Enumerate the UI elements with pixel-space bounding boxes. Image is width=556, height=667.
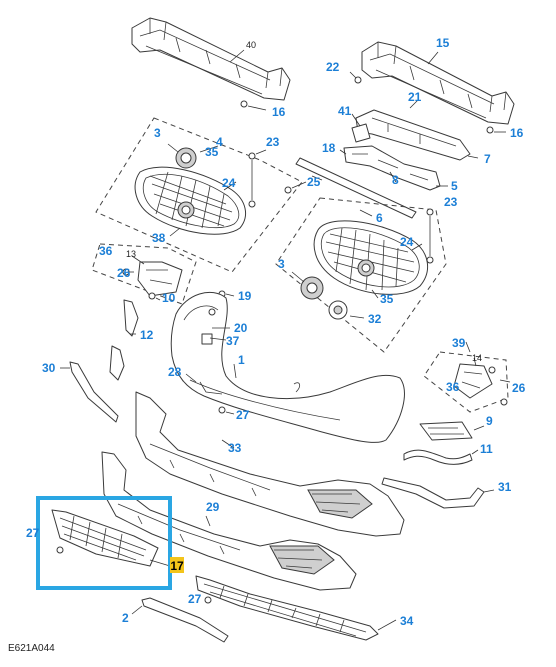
trim-strip-31 — [381, 477, 495, 509]
label-31: 31 — [498, 480, 512, 494]
bracket-group-left — [91, 243, 197, 305]
bolt-22 — [349, 71, 362, 84]
label-40: 40 — [246, 40, 256, 50]
label-8: 8 — [392, 173, 399, 187]
bracket-8 — [339, 145, 448, 191]
label-27-left: 27 — [26, 526, 40, 540]
label-2: 2 — [122, 611, 129, 625]
label-36-left: 36 — [99, 244, 113, 258]
side-strip-30 — [60, 361, 119, 423]
bolt-16-upper-left — [240, 100, 267, 111]
label-3-left: 3 — [154, 126, 161, 140]
bumper-cover-1 — [170, 291, 405, 443]
label-4: 4 — [216, 135, 223, 149]
label-13: 13 — [126, 249, 136, 259]
label-6: 6 — [376, 211, 383, 225]
label-35-right: 35 — [380, 292, 394, 306]
label-24-right: 24 — [400, 235, 414, 249]
label-36-right: 36 — [446, 380, 460, 394]
callout-labels: 40 16 15 22 21 16 41 3 4 35 23 18 7 8 25… — [26, 36, 526, 628]
fog-bezel-9 — [419, 398, 508, 441]
label-11: 11 — [480, 442, 493, 456]
label-41: 41 — [338, 104, 352, 118]
label-33: 33 — [228, 441, 242, 455]
label-16-upper-right: 16 — [510, 126, 524, 140]
label-29: 29 — [206, 500, 220, 514]
label-37: 37 — [226, 334, 240, 348]
lower-grille-34 — [195, 575, 397, 641]
label-32: 32 — [368, 312, 382, 326]
label-26-left: 26 — [117, 266, 131, 280]
label-35-left: 35 — [205, 145, 219, 159]
label-26-right: 26 — [512, 381, 526, 395]
label-27-upper: 27 — [236, 408, 250, 422]
label-21: 21 — [408, 90, 422, 104]
highlight-tag: 17 — [170, 557, 184, 573]
screw-23-right — [426, 208, 434, 264]
reinforcement-beam-40 — [131, 17, 291, 101]
label-23-right: 23 — [444, 195, 458, 209]
clip-25 — [284, 181, 307, 194]
highlight-tag-label: 17 — [170, 559, 184, 573]
screw-23-left — [248, 149, 267, 208]
label-20: 20 — [234, 321, 248, 335]
label-25: 25 — [307, 175, 321, 189]
label-27-lower: 27 — [188, 592, 202, 606]
label-7: 7 — [484, 152, 491, 166]
label-28: 28 — [168, 365, 182, 379]
clip-27-upper — [218, 406, 235, 415]
label-22: 22 — [326, 60, 340, 74]
label-9: 9 — [486, 414, 493, 428]
label-16-upper-left: 16 — [272, 105, 286, 119]
lower-bumper-33 — [135, 391, 405, 537]
label-15: 15 — [436, 36, 450, 50]
bracket-group-right — [423, 341, 511, 413]
label-18: 18 — [322, 141, 336, 155]
label-34: 34 — [400, 614, 414, 628]
side-bracket-12 — [109, 299, 139, 381]
label-10: 10 — [162, 291, 176, 305]
highlight-box — [36, 496, 172, 590]
label-3-right: 3 — [278, 257, 285, 271]
label-38: 38 — [152, 231, 166, 245]
label-23-left: 23 — [266, 135, 280, 149]
label-12: 12 — [140, 328, 154, 342]
label-19: 19 — [238, 289, 252, 303]
bolt-16-upper-right — [486, 126, 506, 134]
grille-assembly-right — [275, 197, 447, 353]
label-5: 5 — [451, 179, 458, 193]
diagram-id: E621A044 — [8, 643, 55, 654]
trim-strip-11 — [403, 449, 479, 465]
grille-assembly-left — [95, 117, 303, 273]
trim-strip-2 — [131, 597, 229, 643]
bracket-41 — [351, 113, 371, 143]
trim-strip-6 — [295, 157, 417, 219]
label-14: 14 — [472, 353, 482, 363]
lower-grille-17 — [51, 509, 171, 567]
label-1: 1 — [238, 353, 245, 367]
label-24-left: 24 — [222, 176, 236, 190]
label-39: 39 — [452, 336, 466, 350]
label-30: 30 — [42, 361, 56, 375]
reinforcement-beam-15 — [361, 41, 515, 125]
lower-section-29 — [101, 451, 357, 591]
